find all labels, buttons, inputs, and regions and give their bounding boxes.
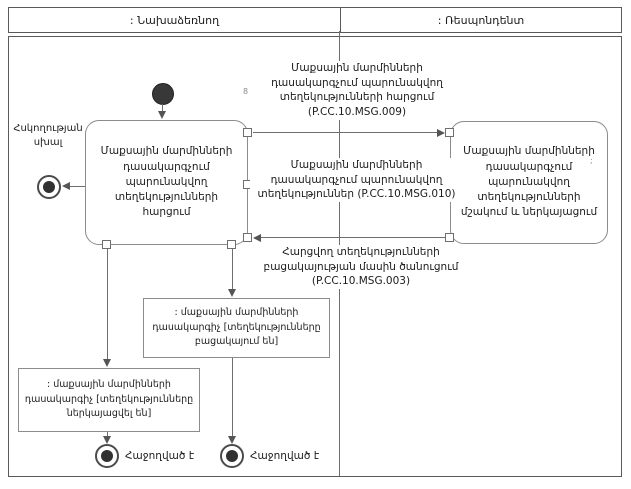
pin-process-in-top (445, 128, 454, 137)
final-node-success-right-icon (220, 444, 244, 468)
edge-msg003 (261, 237, 445, 238)
message-label-msg003: Հարցվող տեղեկությունների բացակայության մ… (263, 245, 459, 290)
arrowhead-down-icon (103, 359, 111, 367)
object-node-missing: : մաքսային մարմինների դասակարգիչ [տեղեկո… (143, 298, 330, 358)
success-left-label: Հաջողված է (125, 450, 195, 462)
arrowhead-down-icon (158, 111, 166, 119)
pin-process-out-bottom (445, 233, 454, 242)
pin-request-bottom-left (102, 240, 111, 249)
swimlane-header: : Նախաձեռնող : Ռեսպոնդենտ (8, 7, 622, 33)
lane-header-respondent: : Ռեսպոնդենտ (437, 13, 525, 27)
arrowhead-left-icon (62, 182, 70, 190)
pin-request-out-top (243, 128, 252, 137)
activity-process: Մաքսային մարմինների դասակարգչում պարունա… (450, 121, 608, 244)
lane-header-initiator: : Նախաձեռնող (9, 8, 341, 32)
edge-msg009 (253, 132, 437, 133)
activity-process-label: Մաքսային մարմինների դասակարգչում պարունա… (460, 145, 598, 219)
final-node-success-left-icon (95, 444, 119, 468)
arrowhead-down-icon (228, 436, 236, 444)
final-node-control-error-icon (37, 175, 61, 199)
lane-divider-gap (339, 31, 340, 36)
object-node-presented: : մաքսային մարմինների դասակարգիչ [տեղեկո… (18, 368, 200, 432)
final-node-dot (226, 450, 238, 462)
activity-request-label: Մաքսային մարմինների դասակարգչում պարունա… (100, 145, 233, 219)
edge-to-control-error (70, 186, 85, 187)
start-node-icon (152, 83, 174, 105)
object-node-missing-label: : մաքսային մարմինների դասակարգիչ [տեղեկո… (152, 306, 321, 348)
message-label-msg009: Մաքսային մարմինների դասակարգչում պարունա… (257, 61, 457, 120)
note-mark-icon: 8 (243, 87, 249, 96)
arrowhead-left-icon (253, 234, 261, 242)
note-mark-icon: ; (590, 156, 593, 165)
message-label-msg010: Մաքսային մարմինների դասակարգչում պարունա… (250, 158, 463, 203)
activity-request: Մաքսային մարմինների դասակարգչում պարունա… (85, 120, 248, 245)
edge-start-to-request (162, 104, 163, 112)
final-node-dot (43, 181, 55, 193)
success-right-label: Հաջողված է (250, 450, 320, 462)
arrowhead-right-icon (437, 129, 445, 137)
arrowhead-down-icon (228, 289, 236, 297)
edge-presented-to-final (107, 432, 108, 436)
arrowhead-down-icon (103, 436, 111, 444)
edge-request-to-missing (232, 249, 233, 289)
edge-request-to-presented (107, 249, 108, 359)
object-node-presented-label: : մաքսային մարմինների դասակարգիչ [տեղեկո… (24, 378, 194, 420)
pin-request-in-bottom (243, 233, 252, 242)
pin-request-bottom-right (227, 240, 236, 249)
edge-missing-to-final (232, 358, 233, 436)
final-node-dot (101, 450, 113, 462)
control-error-label: Հսկողության սխալ (13, 123, 83, 148)
